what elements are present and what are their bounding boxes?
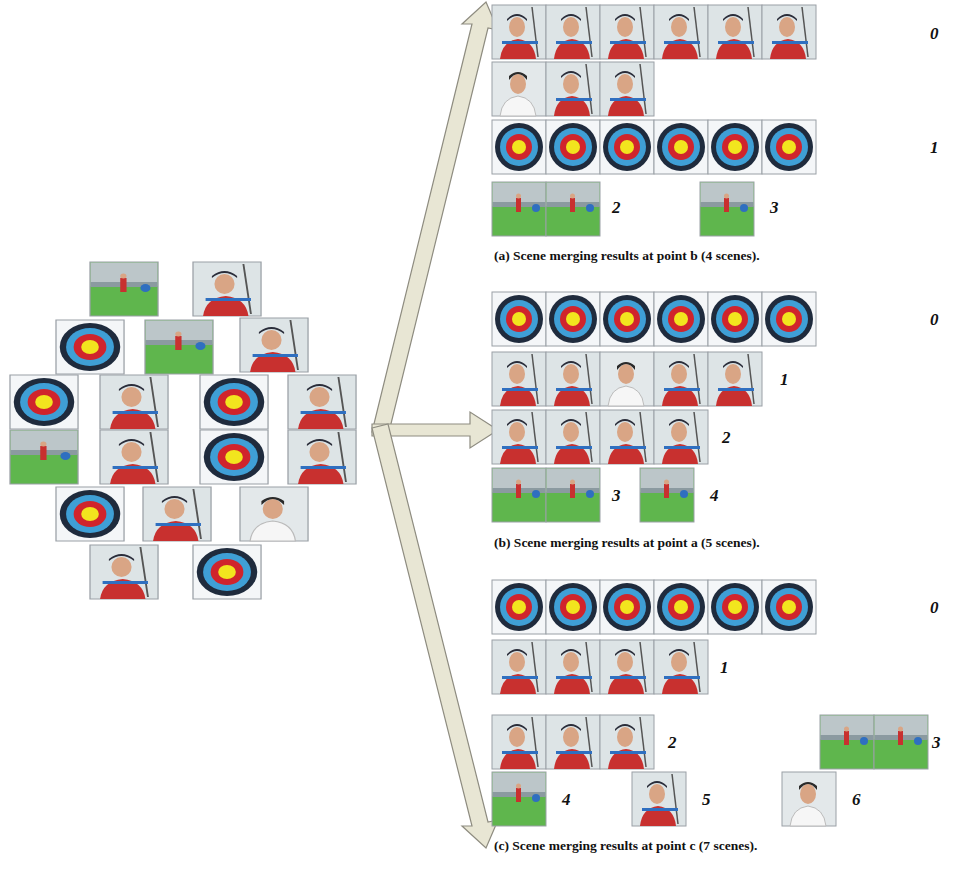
scene-number: 2 [612, 198, 621, 218]
scene-number: 5 [702, 790, 711, 810]
scene-number: 2 [668, 733, 677, 753]
scene-number: 0 [930, 24, 939, 44]
scene-number: 4 [562, 790, 571, 810]
scene-number: 0 [930, 598, 939, 618]
scene-number: 0 [930, 310, 939, 330]
scene-number: 4 [710, 486, 719, 506]
scene-number: 1 [720, 658, 729, 678]
scene-number: 1 [780, 370, 789, 390]
subfigure-caption: (a) Scene merging results at point b (4 … [494, 248, 760, 264]
scene-number: 3 [932, 733, 941, 753]
scene-number: 1 [930, 138, 939, 158]
scene-number: 3 [770, 198, 779, 218]
scene-number: 3 [612, 486, 621, 506]
scene-number: 6 [852, 790, 861, 810]
scene-number: 2 [722, 428, 731, 448]
subfigure-caption: (b) Scene merging results at point a (5 … [494, 535, 760, 551]
subfigure-caption: (c) Scene merging results at point c (7 … [494, 838, 757, 854]
